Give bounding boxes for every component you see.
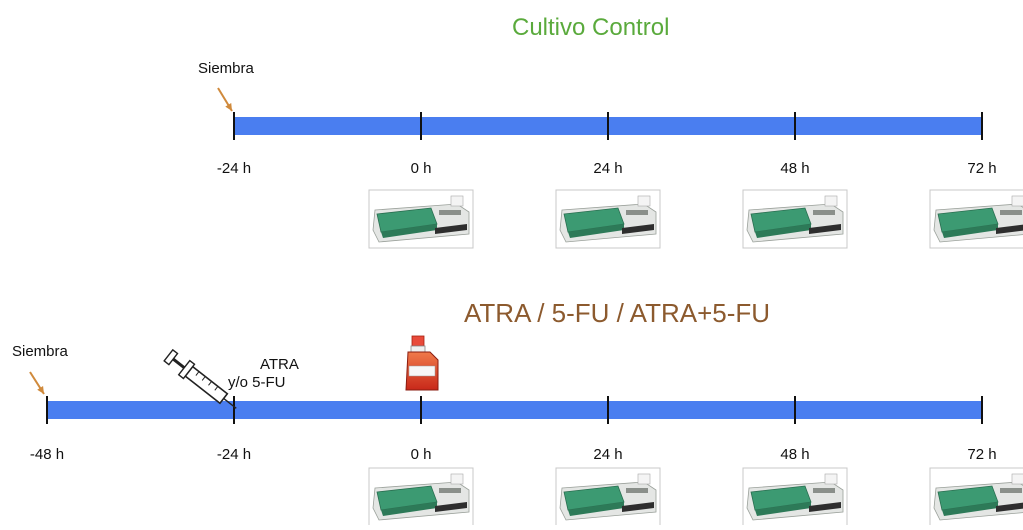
plate-reader-icon bbox=[929, 467, 1023, 527]
control-culture-title: Cultivo Control bbox=[512, 14, 670, 41]
treatment-tick-label: -24 h bbox=[216, 446, 252, 463]
plate-reader-icon bbox=[742, 467, 848, 527]
siembra-label-control: Siembra bbox=[198, 60, 254, 77]
flask-icon bbox=[405, 335, 439, 391]
control-tick-label: 24 h bbox=[593, 160, 623, 177]
syringe-icon bbox=[163, 348, 237, 409]
atra-label-line2: y/o 5-FU bbox=[228, 374, 286, 391]
treatment-tick-label: 72 h bbox=[967, 446, 997, 463]
atra-label-line1: ATRA bbox=[260, 356, 299, 373]
treatment-tick-label: 48 h bbox=[780, 446, 810, 463]
control-tick-label: 0 h bbox=[410, 160, 432, 177]
siembra-label-treatment: Siembra bbox=[12, 343, 68, 360]
treatment-tick-label: -48 h bbox=[29, 446, 65, 463]
plate-reader-icon bbox=[929, 189, 1023, 249]
plate-reader-icon bbox=[742, 189, 848, 249]
plate-reader-icon bbox=[368, 189, 474, 249]
plate-reader-icon bbox=[555, 189, 661, 249]
plate-reader-icon bbox=[555, 467, 661, 527]
arrow-icon bbox=[217, 87, 233, 112]
plate-reader-icon bbox=[368, 467, 474, 527]
treatment-title: ATRA / 5-FU / ATRA+5-FU bbox=[464, 298, 771, 328]
treatment-tick-label: 24 h bbox=[593, 446, 623, 463]
control-tick-label: -24 h bbox=[216, 160, 252, 177]
control-tick-label: 48 h bbox=[780, 160, 810, 177]
treatment-tick-label: 0 h bbox=[410, 446, 432, 463]
arrow-icon bbox=[29, 371, 45, 395]
treatment-timeline-bar bbox=[47, 401, 982, 419]
control-tick-label: 72 h bbox=[967, 160, 997, 177]
